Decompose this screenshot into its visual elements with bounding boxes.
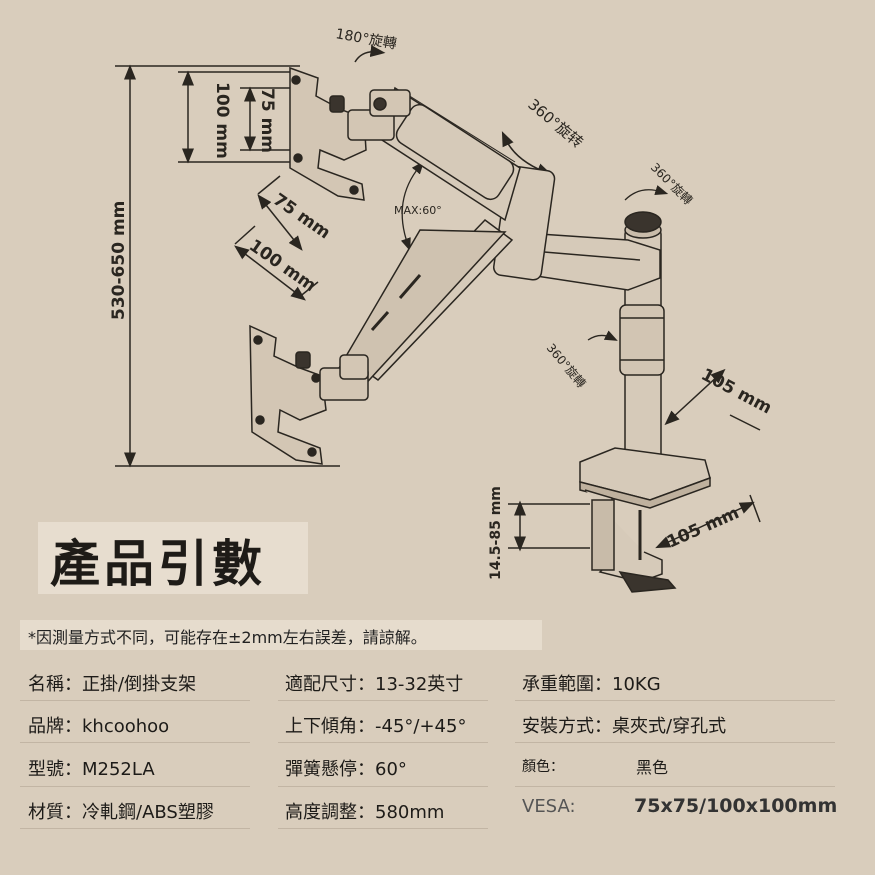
spec-spring-hover: 彈簧懸停：60° (285, 759, 407, 780)
divider (278, 700, 488, 701)
vesa-horizontal-dimensions (234, 175, 319, 301)
spec-load-capacity: 承重範圍：10KG (522, 674, 661, 695)
divider (515, 700, 835, 701)
divider (515, 742, 835, 743)
upper-arm (493, 165, 661, 291)
spec-name: 名稱：正掛/倒掛支架 (28, 674, 197, 695)
divider (278, 828, 488, 829)
spec-brand: 品牌：khcoohoo (28, 716, 170, 737)
spec-vesa-value: 75x75/100x100mm (634, 795, 838, 817)
divider (20, 742, 250, 743)
rotate-360-small-top-label: 360°旋轉 (648, 160, 695, 207)
vesa-100-horizontal-label: 100 mm (245, 236, 319, 296)
gas-spring-arm (333, 86, 521, 391)
note-background (20, 620, 542, 650)
height-dimension (115, 64, 340, 468)
top-vesa-plate (289, 66, 411, 201)
vesa-vertical-dimensions (178, 70, 300, 164)
rotate-360-label: 360°旋转 (524, 95, 586, 151)
spec-material: 材質：冷軋鋼/ABS塑膠 (28, 802, 214, 823)
base-dimensions (655, 368, 761, 549)
divider (20, 828, 250, 829)
spec-model: 型號：M252LA (28, 759, 155, 780)
spec-color-value: 黑色 (636, 758, 669, 777)
divider (20, 700, 250, 701)
rotate-360-small-bottom-label: 360°旋轉 (544, 341, 589, 391)
clamp-thickness-dimension (508, 500, 590, 552)
max-angle-arc (400, 160, 425, 252)
desk-base-plate (579, 447, 711, 509)
desk-clamp (584, 489, 677, 593)
height-range-label: 530-650 mm (109, 201, 129, 320)
spec-color-label: 顏色： (522, 759, 564, 775)
vesa-75-vertical-label: 75 mm (257, 88, 277, 153)
rotate-180-label: 180°旋轉 (334, 26, 398, 52)
clamp-thickness-label: 14.5-85 mm (488, 486, 504, 580)
measurement-note: *因測量方式不同，可能存在±2mm左右誤差，請諒解。 (28, 628, 427, 647)
rotate-180-arrow (354, 45, 386, 63)
spec-screen-size: 適配尺寸：13-32英寸 (285, 674, 464, 695)
vesa-75-horizontal-label: 75 mm (269, 190, 334, 244)
mount-pole (619, 211, 665, 476)
base-105-bottom-label: 105 mm (664, 503, 742, 553)
page-title: 產品引數 (50, 535, 266, 593)
spec-vesa-label: VESA: (522, 796, 576, 817)
divider (20, 786, 250, 787)
divider (278, 742, 488, 743)
spec-tilt: 上下傾角：-45°/+45° (285, 716, 467, 737)
vesa-100-vertical-label: 100 mm (212, 82, 232, 159)
base-105-top-label: 105 mm (698, 365, 775, 419)
divider (278, 786, 488, 787)
title-background (38, 522, 308, 594)
bottom-vesa-plate (249, 324, 369, 465)
spec-height-adjust: 高度調整：580mm (285, 802, 445, 823)
spec-install-method: 安裝方式：桌夾式/穿孔式 (522, 716, 727, 737)
divider (515, 786, 835, 787)
max-angle-label: MAX:60° (394, 204, 442, 217)
